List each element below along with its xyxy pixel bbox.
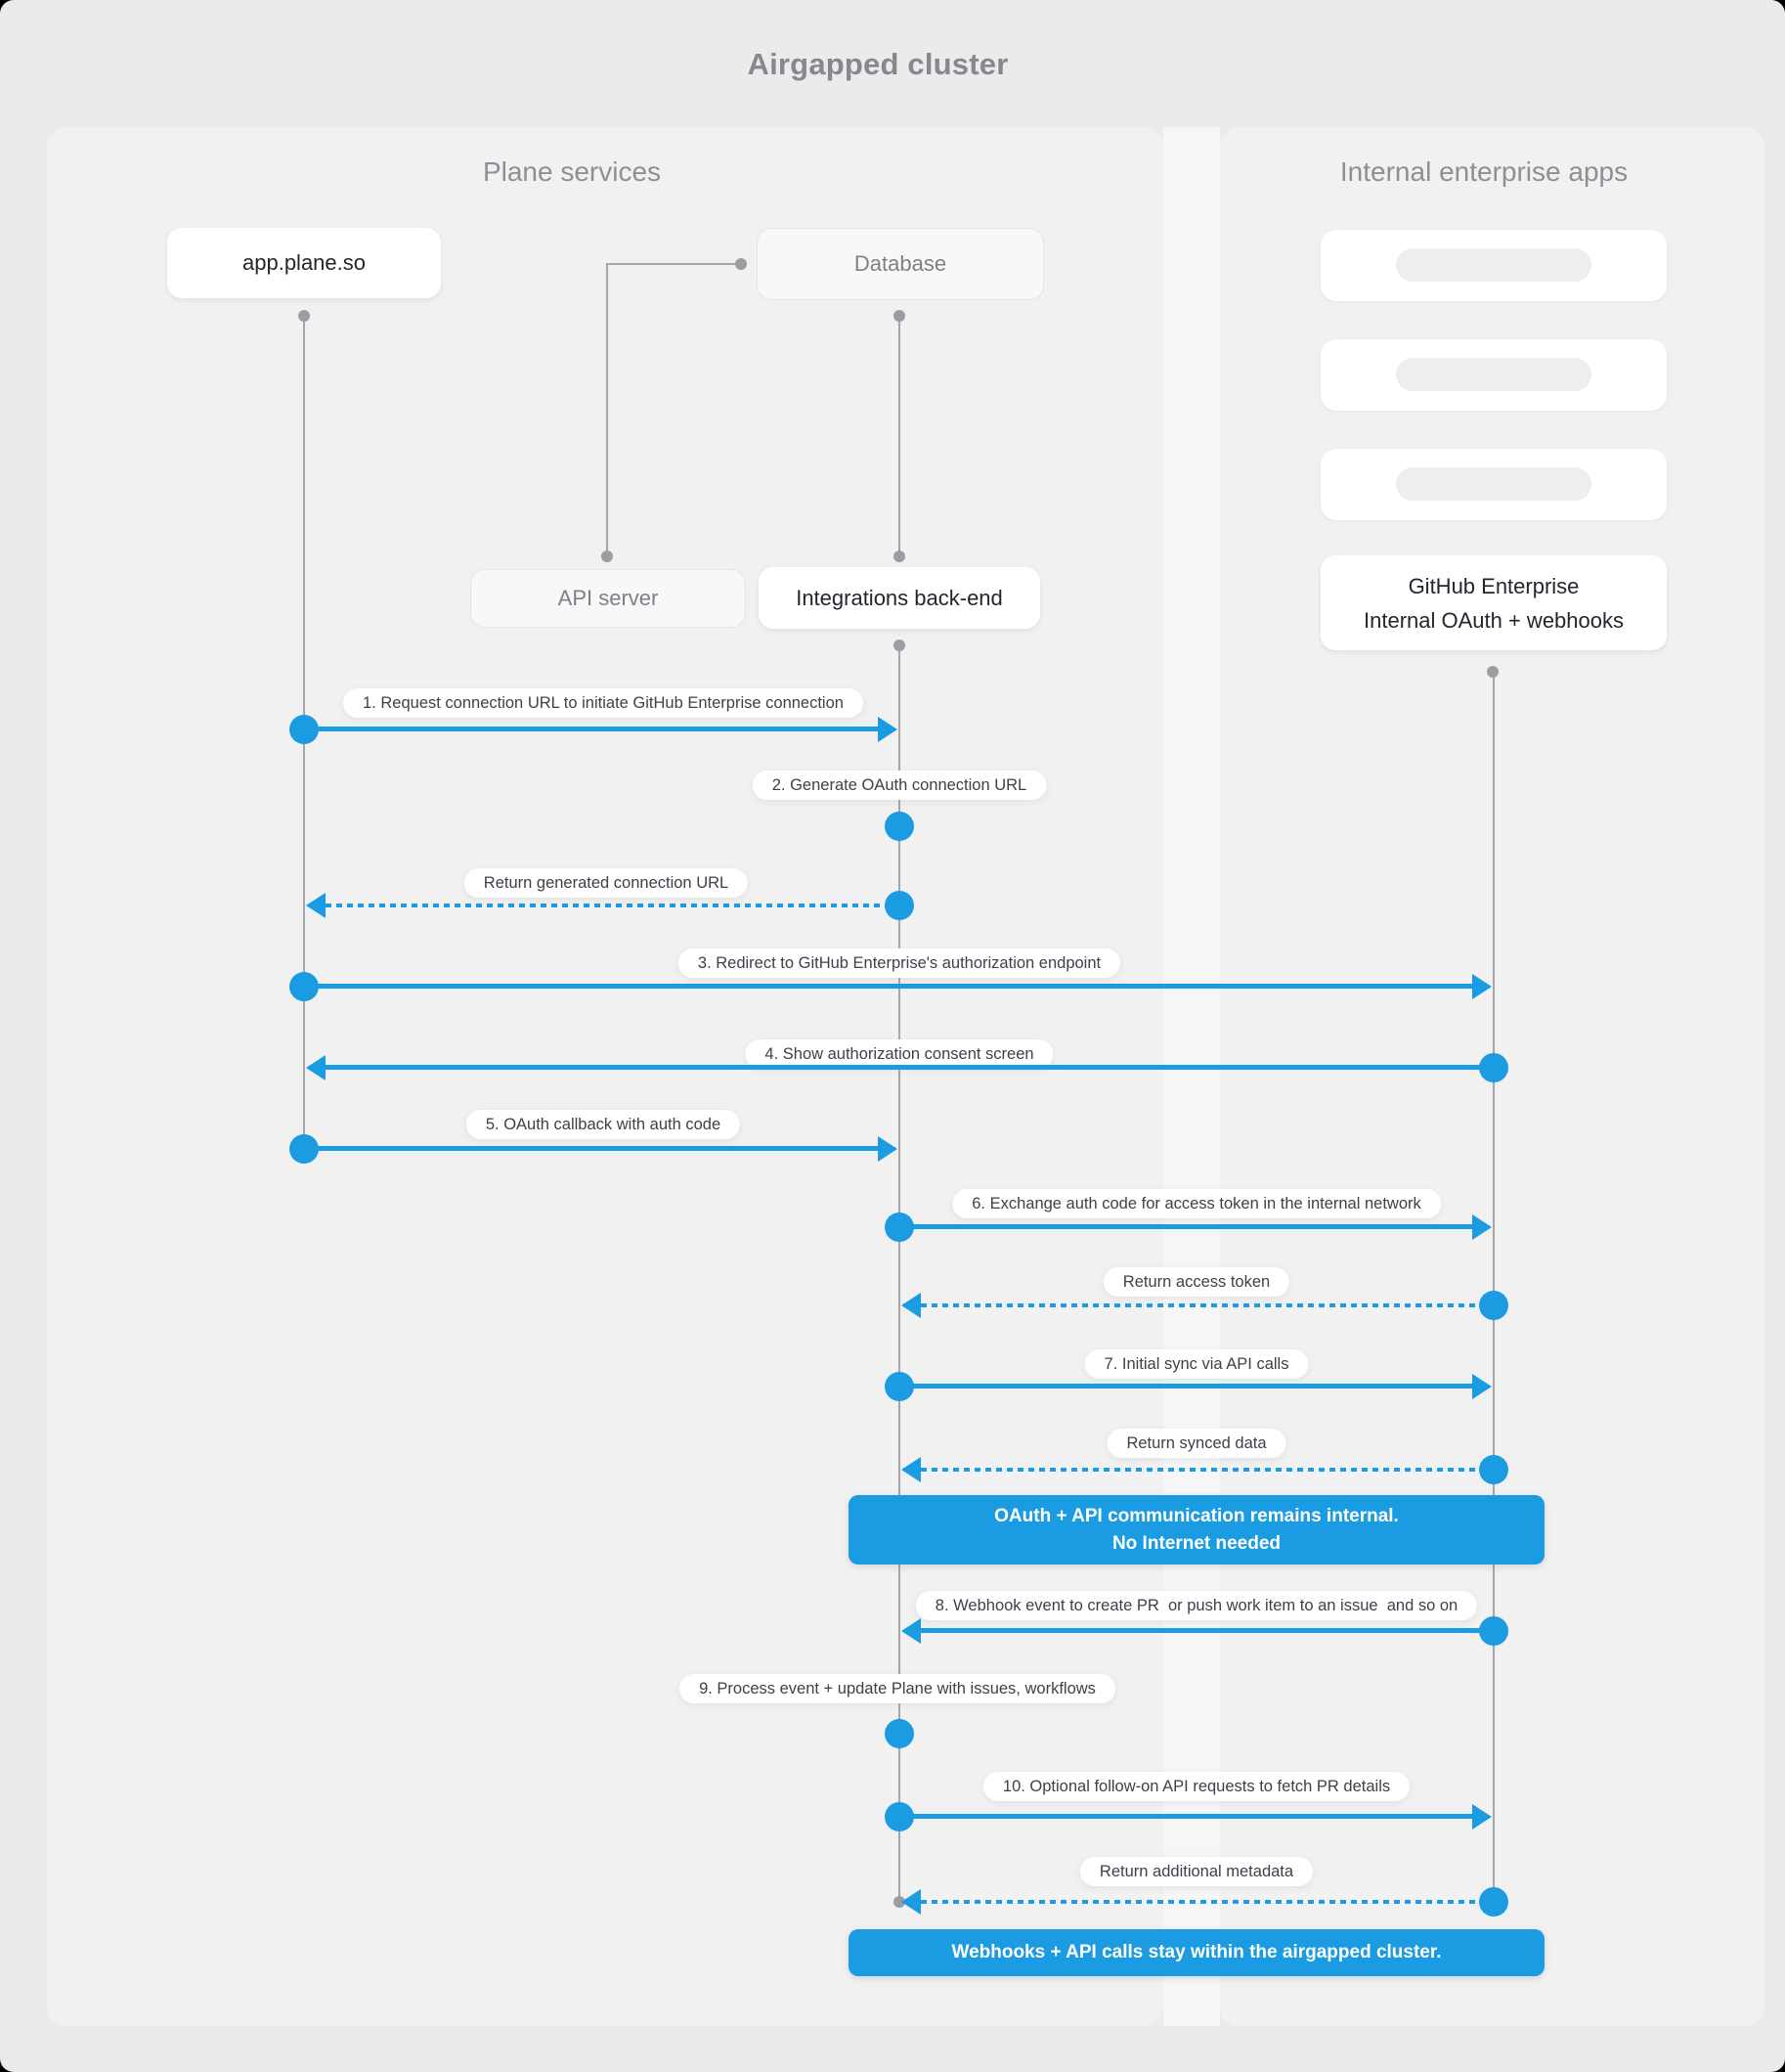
lifeline-database-to-integrations (898, 316, 900, 556)
message-8-label: 8. Webhook event to create PR or push wo… (915, 1591, 1478, 1620)
message-8-arrow (921, 1628, 1494, 1633)
actor-app-plane-so: app.plane.so (167, 228, 441, 298)
endpoint-dot (601, 551, 613, 562)
api-server-connector-vertical (606, 263, 608, 556)
message-10-return-origin-dot (1479, 1887, 1508, 1917)
message-2-return-label: Return generated connection URL (463, 868, 749, 898)
endpoint-dot (893, 639, 905, 651)
panel-gap-strip (1163, 127, 1220, 2026)
actor-github-enterprise: GitHub Enterprise Internal OAuth + webho… (1321, 555, 1667, 650)
message-6-arrowhead (1472, 1214, 1492, 1240)
message-6-return-arrowhead (901, 1293, 921, 1318)
message-2-return-arrow (326, 904, 899, 907)
message-10-origin-dot (885, 1802, 914, 1831)
message-4-arrow (326, 1065, 1494, 1070)
message-7-return-arrow (921, 1468, 1494, 1472)
github-enterprise-line2: Internal OAuth + webhooks (1364, 607, 1624, 633)
skeleton-text-pill (1396, 467, 1591, 501)
message-9-label: 9. Process event + update Plane with iss… (679, 1674, 1115, 1703)
message-10-arrow (899, 1814, 1472, 1819)
message-3-arrow (304, 984, 1472, 989)
message-2-label: 2. Generate OAuth connection URL (752, 771, 1047, 800)
message-7-label: 7. Initial sync via API calls (1084, 1349, 1309, 1379)
message-2-return-arrowhead (306, 893, 326, 918)
message-3-origin-dot (289, 972, 319, 1001)
message-4-origin-dot (1479, 1053, 1508, 1082)
message-5-label: 5. OAuth callback with auth code (465, 1110, 741, 1139)
internal-communication-banner: OAuth + API communication remains intern… (849, 1495, 1545, 1565)
message-5-arrow (304, 1146, 878, 1151)
message-1-arrow (304, 727, 878, 731)
message-2-self-dot (885, 812, 914, 841)
webhooks-banner: Webhooks + API calls stay within the air… (849, 1929, 1545, 1976)
message-7-return-arrowhead (901, 1457, 921, 1482)
message-4-arrowhead (306, 1055, 326, 1080)
api-server-database-connector (606, 263, 741, 265)
message-2-return-origin-dot (885, 891, 914, 920)
message-1-arrowhead (878, 717, 897, 742)
right-panel-title: Internal enterprise apps (1339, 156, 1629, 187)
message-6-label: 6. Exchange auth code for access token i… (952, 1189, 1441, 1218)
message-8-arrowhead (901, 1618, 921, 1644)
actor-integrations-backend: Integrations back-end (759, 567, 1040, 629)
message-3-label: 3. Redirect to GitHub Enterprise's autho… (677, 948, 1121, 978)
message-6-return-arrow (921, 1303, 1494, 1307)
message-6-return-origin-dot (1479, 1291, 1508, 1320)
actor-api-server: API server (470, 569, 746, 628)
left-panel-title: Plane services (482, 156, 662, 187)
message-7-return-origin-dot (1479, 1455, 1508, 1484)
message-10-return-label: Return additional metadata (1079, 1857, 1314, 1886)
page-title: Airgapped cluster (747, 47, 1009, 81)
message-4-label: 4. Show authorization consent screen (745, 1039, 1054, 1069)
message-5-arrowhead (878, 1136, 897, 1162)
actor-database: Database (757, 228, 1044, 300)
message-7-return-label: Return synced data (1107, 1429, 1286, 1458)
message-6-origin-dot (885, 1212, 914, 1242)
lifeline-integrations-backend (898, 645, 900, 1902)
skeleton-text-pill (1396, 248, 1591, 282)
github-enterprise-line1: GitHub Enterprise (1408, 573, 1580, 598)
plane-services-panel (47, 127, 1163, 2026)
message-6-return-label: Return access token (1103, 1267, 1290, 1297)
endpoint-dot (298, 310, 310, 322)
message-5-origin-dot (289, 1134, 319, 1164)
webhooks-banner-text: Webhooks + API calls stay within the air… (951, 1942, 1442, 1962)
message-10-return-arrowhead (901, 1889, 921, 1915)
message-10-return-arrow (921, 1900, 1494, 1904)
endpoint-dot (1487, 666, 1499, 678)
internal-banner-line1: OAuth + API communication remains intern… (994, 1506, 1399, 1526)
endpoint-dot (893, 310, 905, 322)
message-10-label: 10. Optional follow-on API requests to f… (982, 1772, 1411, 1801)
message-7-origin-dot (885, 1372, 914, 1401)
message-10-arrowhead (1472, 1804, 1492, 1830)
message-7-arrowhead (1472, 1374, 1492, 1399)
message-1-label: 1. Request connection URL to initiate Gi… (343, 688, 863, 718)
endpoint-dot (893, 551, 905, 562)
message-7-arrow (899, 1384, 1472, 1389)
endpoint-dot (735, 258, 747, 270)
skeleton-text-pill (1396, 358, 1591, 391)
message-3-arrowhead (1472, 974, 1492, 999)
lifeline-github-enterprise (1493, 672, 1495, 1902)
message-1-origin-dot (289, 715, 319, 744)
internal-banner-line2: No Internet needed (1111, 1533, 1282, 1554)
message-8-origin-dot (1479, 1616, 1508, 1646)
message-6-arrow (899, 1224, 1472, 1229)
message-9-self-dot (885, 1719, 914, 1748)
